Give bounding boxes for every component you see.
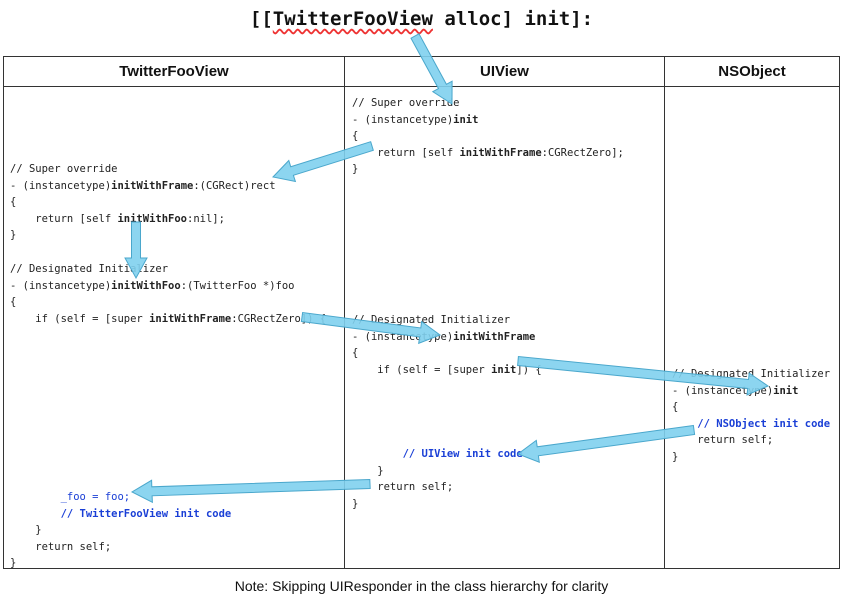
arrow-shape [300,311,442,345]
tfv-initwithframe-override: // Super override - (instancetype)initWi… [10,163,276,241]
column-header-uiview: UIView [344,56,665,87]
arrow-shape [130,478,371,504]
method-name: initWithFrame [459,146,542,159]
arrow-uiview-return-to-tfv [130,478,371,504]
method-name: initWithFrame [149,312,232,325]
arrow-nsobject-return-to-uiview [516,424,696,463]
method-name: initWithFrame [111,179,194,192]
arrow-initwithfoo-to-uiview-initwithframe [300,311,442,345]
foo-assignment: _foo = foo; [10,491,131,503]
arrow-shape [516,424,696,463]
code-comment: // Designated Initializer [352,314,511,326]
arrow-shape [124,221,148,280]
tfv-initwithfoo-designated: // Designated Initializer - (instancetyp… [10,263,327,325]
title-class-name: TwitterFooView [272,8,433,30]
arrow-shape [272,141,374,183]
column-header-nsobject: NSObject [664,56,840,87]
code-comment: // Super override [10,163,118,175]
uiview-initwithframe-tail: // UIView init code } return self; } [352,448,523,510]
method-name: initWithFrame [453,330,536,343]
tfv-init-code-comment: // TwitterFooView init code [10,507,232,520]
arrow-initwithframe-to-nsobject-init [517,355,770,396]
uiview-initwithframe-designated: // Designated Initializer - (instancetyp… [352,314,542,376]
title-suffix: alloc] init]: [432,8,594,30]
column-header-twitterfooview: TwitterFooView [3,56,345,87]
method-name: initWithFoo [111,279,181,292]
uiview-init-override: // Super override - (instancetype)init {… [352,97,624,175]
uiview-init-code-comment: // UIView init code [352,448,523,460]
footnote: Note: Skipping UIResponder in the class … [234,578,609,594]
method-name: init [773,384,799,397]
arrow-shape [517,355,770,396]
method-name: init [453,113,479,126]
method-name: init [491,363,517,376]
nsobject-init-code-comment: // NSObject init code [672,417,831,430]
arrow-shape [410,33,453,105]
arrow-alloc-to-uiview-init [410,33,453,105]
arrow-init-to-tfv-initwithframe [272,141,374,183]
arrow-initwithframe-to-initwithfoo [124,221,148,280]
tfv-initwithfoo-tail: _foo = foo; // TwitterFooView init code … [10,491,232,569]
title-prefix: [[ [249,8,273,30]
page-title: [[TwitterFooView alloc] init]: [0,8,843,30]
column-nsobject [664,86,840,569]
